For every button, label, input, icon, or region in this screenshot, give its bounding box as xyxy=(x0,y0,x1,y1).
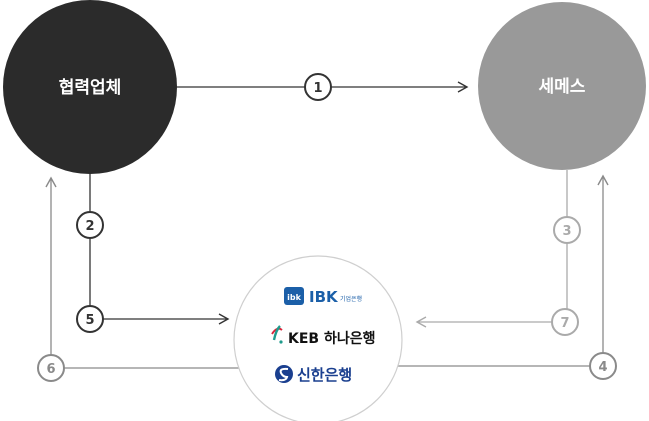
semes-circle xyxy=(478,2,646,170)
svg-text:ibk: ibk xyxy=(287,293,301,302)
flow-line-4 xyxy=(398,174,609,367)
partner-label: 협력업체 xyxy=(59,77,122,98)
svg-text:7: 7 xyxy=(560,316,569,331)
step-badge-2: 2 xyxy=(76,211,104,239)
keb-hana-label: KEB 하나은행 xyxy=(288,330,375,347)
svg-text:2: 2 xyxy=(85,219,94,234)
flow-line-3-7 xyxy=(415,170,568,328)
ibk-label: IBK xyxy=(309,288,339,306)
step-badge-3: 3 xyxy=(553,216,581,244)
shinhan-logo: 신한은행 xyxy=(275,365,352,384)
ibk-logo-icon: ibk xyxy=(284,287,304,305)
partner-circle xyxy=(3,0,177,174)
flow-line-6 xyxy=(45,176,240,369)
svg-text:5: 5 xyxy=(85,313,94,328)
semes-node: 세메스 xyxy=(478,2,646,170)
ibk-logo: ibk IBK 기업은행 xyxy=(284,287,362,306)
svg-text:1: 1 xyxy=(313,81,322,96)
shinhan-logo-icon xyxy=(275,365,293,383)
step-badge-4: 4 xyxy=(589,352,617,380)
svg-text:4: 4 xyxy=(598,360,607,375)
hana-logo-icon xyxy=(271,325,283,344)
step-badge-6: 6 xyxy=(37,354,65,382)
keb-hana-logo: KEB 하나은행 xyxy=(271,325,375,347)
partner-node: 협력업체 xyxy=(3,0,177,174)
step-badge-1: 1 xyxy=(304,73,332,101)
ibk-sublabel: 기업은행 xyxy=(340,295,362,303)
banks-node: ibk IBK 기업은행 KEB 하나은행 신한은행 xyxy=(233,255,403,421)
flow-line-2-5 xyxy=(89,170,230,325)
step-badge-7: 7 xyxy=(551,308,579,336)
semes-label: 세메스 xyxy=(539,77,586,97)
svg-text:3: 3 xyxy=(562,224,571,239)
shinhan-label: 신한은행 xyxy=(297,366,352,384)
svg-text:6: 6 xyxy=(46,362,55,377)
banks-circle xyxy=(233,255,403,421)
step-badge-5: 5 xyxy=(76,305,104,333)
